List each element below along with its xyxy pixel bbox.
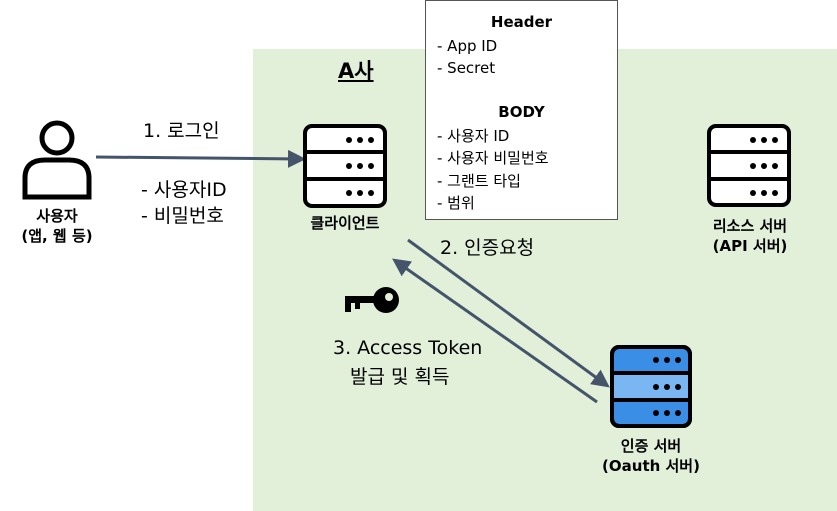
login-item: - 비밀번호 (141, 205, 224, 227)
body-title: BODY (498, 103, 545, 121)
auth-request-arrow (407, 238, 610, 388)
auth-server-label: 인증 서버 (Oauth 서버) (586, 436, 716, 476)
user-label: 사용자 (앱, 웹 등) (2, 206, 112, 246)
body-item: - 사용자 ID (437, 127, 510, 145)
header-item: - App ID (437, 37, 498, 55)
resource-server-label-line1: 리소스 서버 (712, 217, 788, 235)
person-icon (22, 120, 92, 200)
key-icon (345, 287, 399, 313)
token-step-line2: 발급 및 획득 (350, 366, 450, 388)
header-item: - Secret (437, 59, 496, 77)
region-title: A사 (338, 59, 374, 83)
resource-server-icon (707, 124, 791, 207)
token-arrow (392, 258, 598, 404)
resource-server-label: 리소스 서버 (API 서버) (685, 216, 815, 256)
body-item: - 범위 (437, 194, 475, 212)
user-label-line1: 사용자 (36, 207, 78, 225)
user-label-line2: (앱, 웹 등) (21, 227, 93, 245)
login-arrow (95, 149, 306, 168)
body-item: - 그랜트 타입 (437, 172, 521, 190)
auth-server-label-line2: (Oauth 서버) (602, 457, 700, 475)
auth-server-icon (610, 345, 692, 428)
auth-request-label: 2. 인증요청 (440, 237, 535, 259)
token-step-line1: 3. Access Token (333, 337, 483, 359)
request-details-box: Header - App ID - Secret BODY - 사용자 ID -… (425, 0, 618, 220)
client-server-icon (303, 124, 387, 208)
header-title: Header (490, 13, 553, 31)
login-step-label: 1. 로그인 (143, 120, 220, 142)
body-item: - 사용자 비밀번호 (437, 149, 549, 167)
login-item: - 사용자ID (141, 179, 227, 201)
auth-server-label-line1: 인증 서버 (620, 437, 682, 455)
resource-server-label-line2: (API 서버) (712, 237, 788, 255)
client-label: 클라이언트 (310, 214, 380, 232)
